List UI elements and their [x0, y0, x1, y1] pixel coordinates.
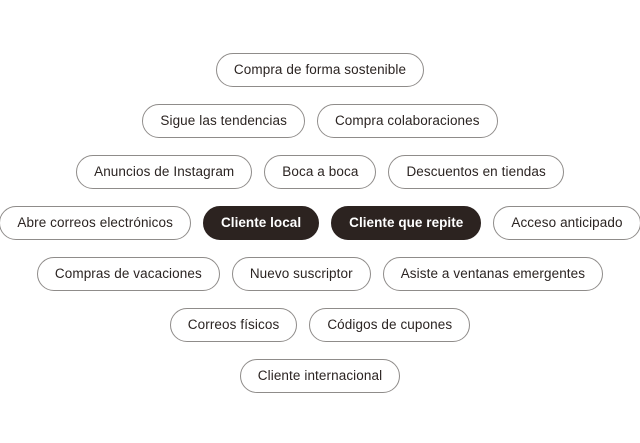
- chip[interactable]: Descuentos en tiendas: [388, 155, 564, 189]
- chip[interactable]: Compra de forma sostenible: [215, 53, 425, 87]
- chip[interactable]: Boca a boca: [264, 155, 377, 189]
- chip-row: Sigue las tendencias Compra colaboracione…: [142, 104, 498, 138]
- chip[interactable]: Acceso anticipado: [493, 206, 640, 240]
- chip[interactable]: Asiste a ventanas emergentes: [382, 257, 604, 291]
- chip-row: Compra de forma sostenible: [215, 53, 425, 87]
- chip[interactable]: Compra colaboraciones: [316, 104, 498, 138]
- chip[interactable]: Nuevo suscriptor: [231, 257, 371, 291]
- chip-row: Correos físicos Códigos de cupones: [169, 308, 471, 342]
- chip-row: Compras de vacaciones Nuevo suscriptor Asi…: [36, 257, 604, 291]
- chip[interactable]: Abre correos electrónicos: [0, 206, 191, 240]
- chip[interactable]: Correos físicos: [169, 308, 298, 342]
- chip-selected[interactable]: Cliente local: [202, 206, 320, 240]
- chip-selected[interactable]: Cliente que repite: [331, 206, 482, 240]
- chip-row: Anuncios de Instagram Boca a boca Descuent…: [76, 155, 564, 189]
- chip[interactable]: Sigue las tendencias: [142, 104, 305, 138]
- chip-row: Abre correos electrónicos Cliente local Cl…: [0, 206, 640, 240]
- chip[interactable]: Códigos de cupones: [309, 308, 471, 342]
- chip-row: Cliente internacional: [239, 359, 401, 393]
- chip[interactable]: Compras de vacaciones: [36, 257, 220, 291]
- chip[interactable]: Cliente internacional: [239, 359, 401, 393]
- chip[interactable]: Anuncios de Instagram: [76, 155, 253, 189]
